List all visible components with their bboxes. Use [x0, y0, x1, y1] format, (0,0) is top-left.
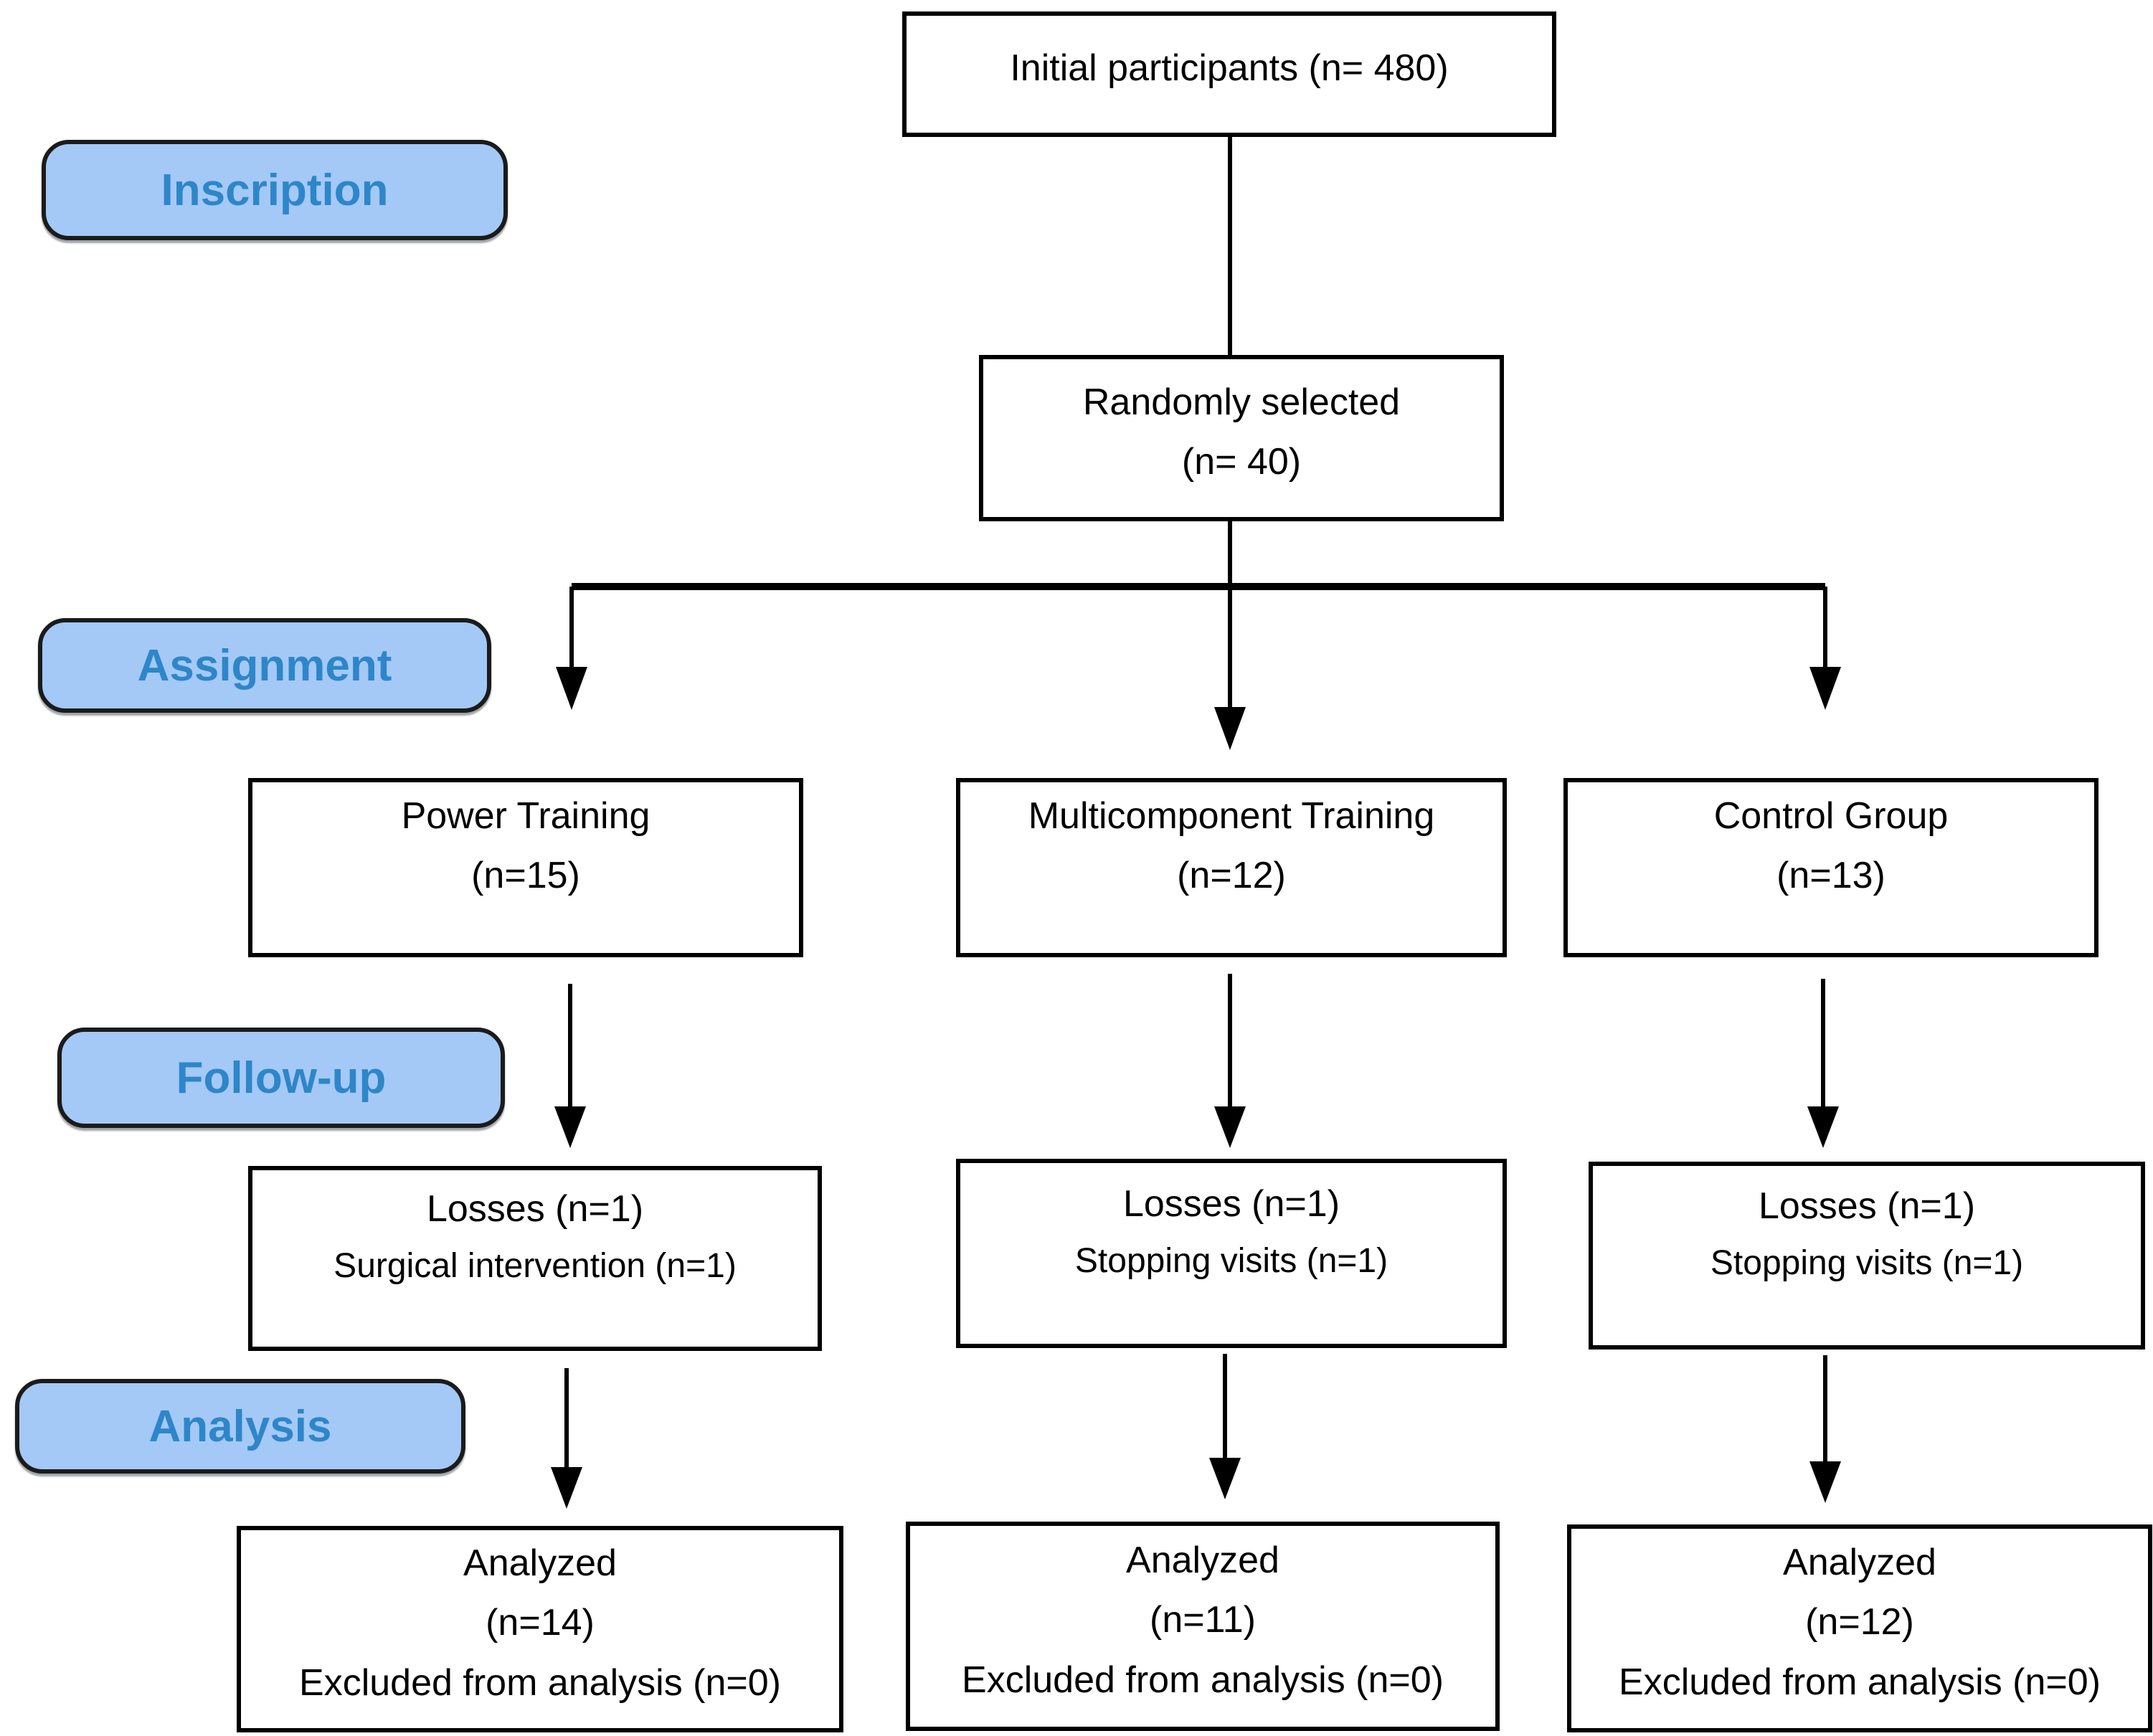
node-multicomponent-training: Multicomponent Training (n=12): [956, 778, 1507, 957]
node-text-line: Losses (n=1): [1758, 1185, 1976, 1227]
node-text-line: Analyzed: [1783, 1542, 1936, 1584]
node-randomly-selected: Randomly selected (n= 40): [979, 355, 1504, 521]
stage-label-analysis: Analysis: [15, 1379, 465, 1474]
node-losses-power: Losses (n=1) Surgical intervention (n=1): [248, 1166, 822, 1351]
stage-label-assignment-text: Assignment: [137, 640, 392, 691]
node-text-line: Randomly selected: [1082, 381, 1401, 423]
node-text-line: (n=14): [486, 1602, 595, 1644]
node-text-line: Losses (n=1): [1122, 1183, 1340, 1225]
node-losses-control: Losses (n=1) Stopping visits (n=1): [1589, 1162, 2145, 1350]
node-analyzed-multicomponent: Analyzed (n=11) Excluded from analysis (…: [906, 1522, 1500, 1731]
node-text-line: Power Training: [401, 795, 650, 837]
arrow-multi-analyzed-head: [1209, 1458, 1241, 1499]
node-text-line: Stopping visits (n=1): [1074, 1242, 1388, 1281]
node-text-line: Multicomponent Training: [1028, 795, 1435, 837]
node-analyzed-control: Analyzed (n=12) Excluded from analysis (…: [1567, 1524, 2152, 1732]
node-text-line: (n=11): [1150, 1599, 1256, 1641]
node-text-line: Excluded from analysis (n=0): [299, 1661, 781, 1704]
node-text-line: Excluded from analysis (n=0): [1619, 1661, 2101, 1703]
arrow-power-analyzed-head: [551, 1467, 582, 1509]
stage-label-followup-text: Follow-up: [176, 1053, 387, 1103]
node-text-line: (n=13): [1776, 855, 1885, 896]
node-control-group: Control Group (n=13): [1563, 778, 2098, 957]
node-text-line: Control Group: [1713, 795, 1949, 837]
node-text-line: Analyzed: [1126, 1540, 1279, 1582]
node-text-line: (n=12): [1805, 1601, 1914, 1643]
node-losses-multicomponent: Losses (n=1) Stopping visits (n=1): [956, 1159, 1507, 1348]
node-text-line: Analyzed: [463, 1542, 617, 1585]
node-power-training: Power Training (n=15): [248, 778, 803, 957]
node-text-line: Excluded from analysis (n=0): [962, 1659, 1444, 1701]
split-middle-arrowhead: [1214, 707, 1246, 750]
stage-label-followup: Follow-up: [57, 1028, 505, 1128]
node-text-line: (n=15): [471, 855, 580, 896]
node-analyzed-power: Analyzed (n=14) Excluded from analysis (…: [237, 1526, 843, 1732]
node-text-line: Surgical intervention (n=1): [333, 1247, 737, 1286]
arrow-control-losses-head: [1807, 1106, 1839, 1148]
split-right-arrowhead: [1809, 667, 1841, 710]
split-left-arrowhead: [556, 667, 587, 710]
arrow-power-losses-head: [554, 1106, 586, 1148]
stage-label-assignment: Assignment: [38, 618, 491, 713]
arrow-control-analyzed-head: [1809, 1461, 1841, 1503]
node-text-line: Initial participants (n= 480): [1010, 47, 1449, 89]
stage-label-inscription-text: Inscription: [161, 165, 389, 215]
stage-label-analysis-text: Analysis: [148, 1401, 332, 1451]
node-text-line: Losses (n=1): [426, 1188, 644, 1230]
stage-label-inscription: Inscription: [42, 140, 508, 240]
arrow-multi-losses-head: [1214, 1106, 1246, 1148]
node-text-line: (n= 40): [1181, 441, 1302, 483]
node-initial-participants: Initial participants (n= 480): [902, 11, 1556, 137]
node-text-line: (n=12): [1177, 855, 1286, 896]
node-text-line: Stopping visits (n=1): [1710, 1244, 2024, 1283]
